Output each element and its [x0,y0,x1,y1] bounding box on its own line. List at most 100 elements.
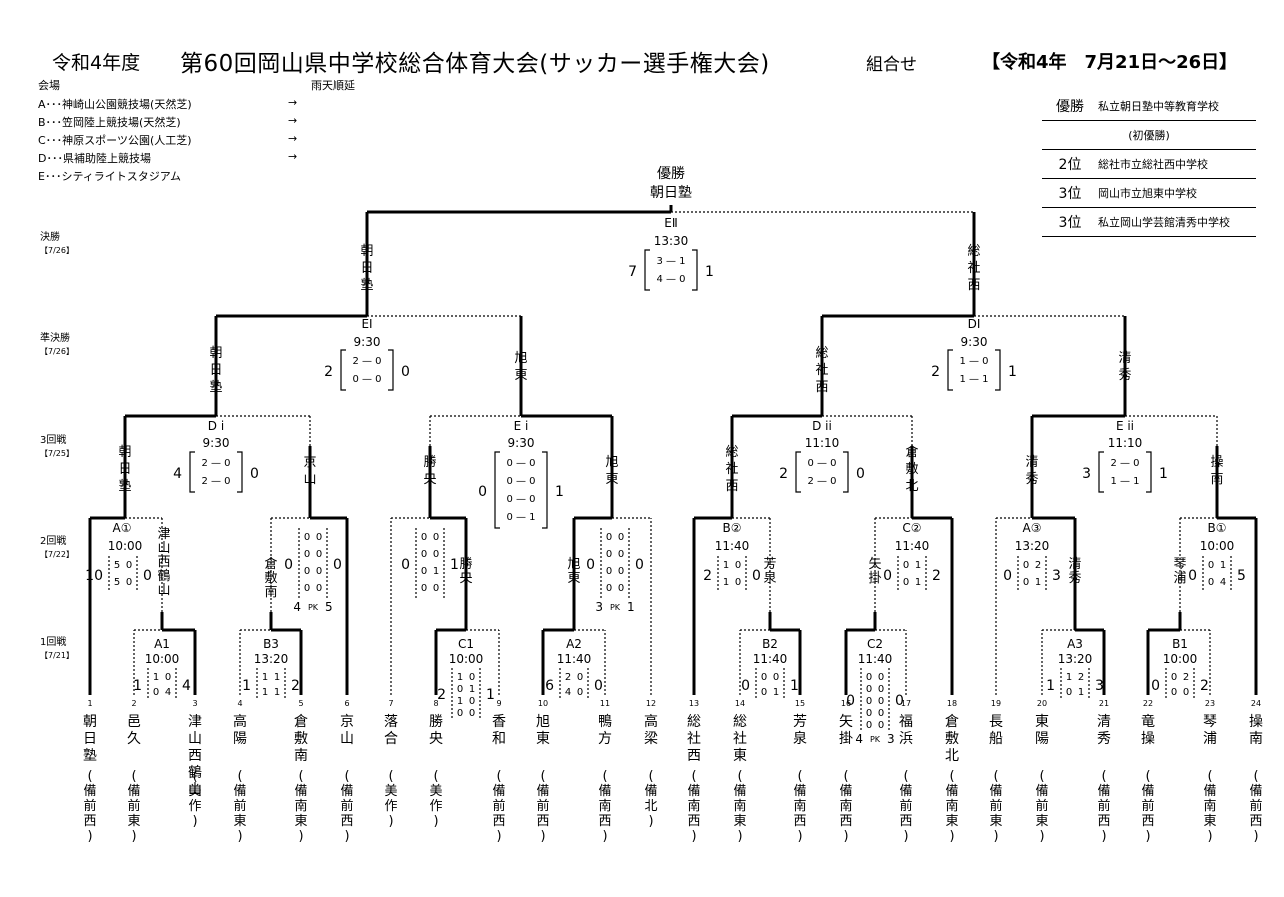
half-score: 0 [618,583,624,594]
half-score: 0 [304,583,310,594]
team-number: 10 [538,699,548,708]
match-code: DⅠ [968,317,981,331]
half-score: 0 [421,532,427,543]
score-bracket [644,249,650,291]
half-score: 0 [1023,577,1029,588]
half-score: 0 [304,549,310,560]
half-score: 0 — 1 [506,512,535,523]
half-score: 0 [606,549,612,560]
half-score: 4 — 0 [656,274,685,285]
half-score: 4 [565,687,571,698]
half-score: 0 [618,549,624,560]
half-score: 1 — 1 [959,374,988,385]
team-number: 14 [735,699,745,708]
score-bracket [795,451,801,493]
half-score: 0 [1023,560,1029,571]
total-score: 0 [752,568,761,584]
total-score: 2 [1200,678,1209,694]
tournament-dates: 【令和4年 7月21日～26日】 [982,52,1238,73]
total-score: 0 [741,678,750,694]
team-region: (備前西) [340,769,353,844]
team-number: 20 [1037,699,1047,708]
total-score: 2 [703,568,712,584]
arrow-icon: → [288,150,298,163]
round-name: 準決勝 [40,333,70,344]
total-score: 1 [1159,466,1168,482]
half-score: 0 [433,549,439,560]
team-region: (備南西) [687,769,700,844]
total-score: 2 [932,568,941,584]
score-bracket [1146,451,1152,493]
half-score: 1 [433,566,439,577]
total-score: 0 [284,557,293,573]
round-name: 1回戦 [40,637,67,648]
half-score: 0 [903,560,909,571]
half-score: 1 [915,560,921,571]
total-score: 2 [291,678,300,694]
match-code: E ii [1116,419,1134,433]
team-name: 総社西 [687,714,701,764]
team-name: 操南 [1249,714,1263,747]
venue-item: C･･･神原スポーツ公園(人工芝) [38,134,192,147]
match-code: D i [208,419,224,433]
team-name: 琴浦 [1203,714,1217,747]
match-code: EⅠ [361,317,372,331]
total-score: 0 [883,568,892,584]
venue-item: E･･･シティライトスタジアム [38,170,182,183]
pk-score: 3 [887,732,895,746]
match-code: B1 [1172,637,1188,651]
total-score: 4 [173,466,182,482]
half-score: 0 [165,672,171,683]
total-score: 2 [324,364,333,380]
team-region: (美作) [384,769,397,829]
kumiawase-label: 組合せ [866,55,917,75]
match-code: D ii [812,419,832,433]
total-score: 7 [628,264,637,280]
match-time: 10:00 [1163,652,1198,666]
winner-name: 清秀 [1025,455,1038,487]
team-name: 福浜 [899,714,913,747]
score-bracket [995,349,1001,391]
team-name: 長船 [989,714,1003,747]
half-score: 0 [457,708,463,719]
team-region: (備前東) [989,769,1002,844]
winner-name: 朝日塾 [360,244,373,293]
team-name: 清秀 [1097,714,1111,747]
era-label: 令和4年度 [52,52,141,74]
half-score: 2 — 0 [807,476,836,487]
champion-label: 優勝 [657,166,685,182]
team-number: 9 [496,699,501,708]
match-time: 11:40 [715,539,750,553]
total-score: 1 [1008,364,1017,380]
team-name: 朝日塾 [83,714,97,764]
total-score: 3 [1052,568,1061,584]
half-score: 1 [469,684,475,695]
half-score: 0 [1066,687,1072,698]
team-number: 5 [298,699,303,708]
team-region: (備前東) [127,769,140,844]
match-time: 10:00 [145,652,180,666]
rank-label: 2位 [1058,157,1082,173]
total-score: 0 [478,484,487,500]
total-score: 0 [1151,678,1160,694]
venue-item: A･･･神崎山公園競技場(天然芝) [38,98,192,111]
half-score: 0 [469,708,475,719]
winner-name: 朝日塾 [118,445,131,494]
champion-name: 朝日塾 [650,185,692,201]
pk-label: PK [610,603,621,612]
winner-name: 旭東 [605,455,618,487]
third-row: 3位 岡山市立旭東中学校 [1042,179,1256,208]
half-score: 0 [878,672,884,683]
winner-name: 朝日塾 [209,346,222,395]
team-region: (備北) [644,769,657,829]
team-number: 18 [947,699,957,708]
total-score: 2 [931,364,940,380]
half-score: 0 [866,672,872,683]
page-title: 第60回岡山県中学校総合体育大会(サッカー選手権大会) [180,51,770,77]
half-score: 0 [866,684,872,695]
score-bracket [494,451,500,529]
team-number: 3 [192,699,197,708]
score-bracket [340,349,346,391]
half-score: 0 [126,577,132,588]
team-region: (備前西) [492,769,505,844]
